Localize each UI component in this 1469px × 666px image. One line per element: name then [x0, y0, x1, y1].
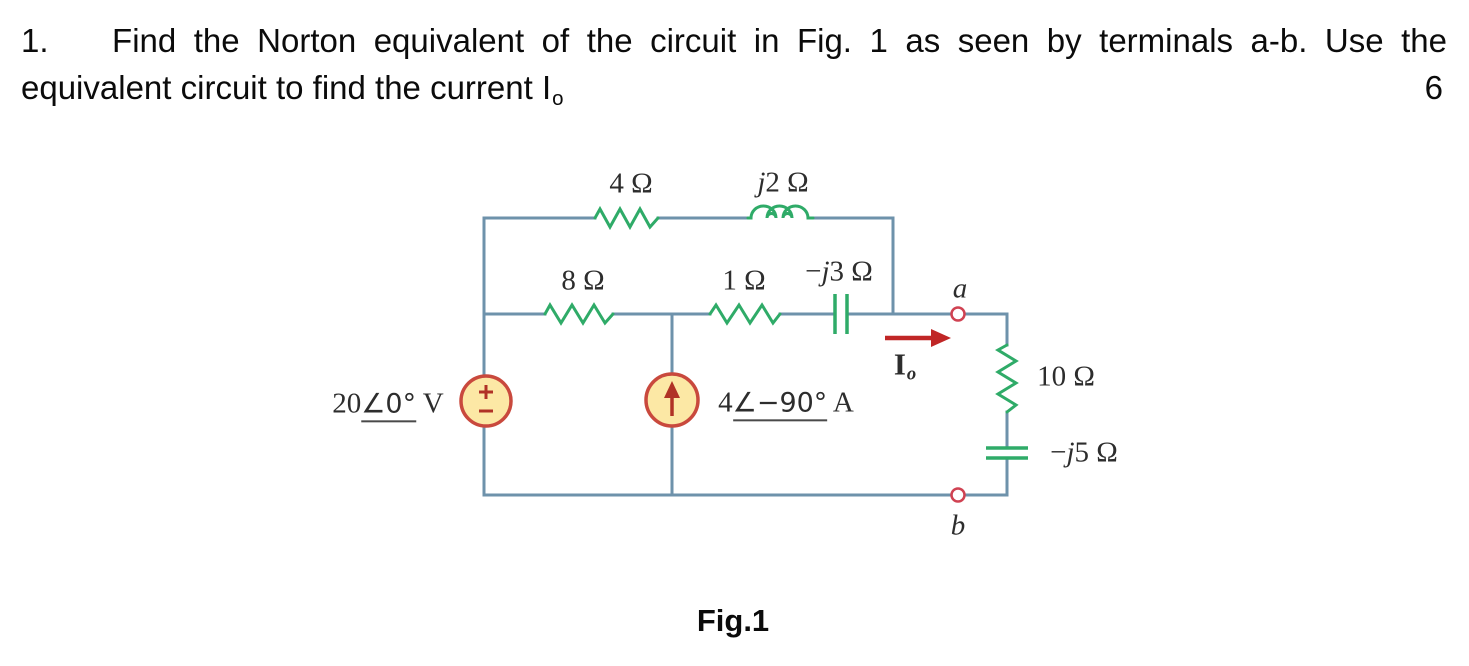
resistor-4ohm	[593, 205, 660, 231]
problem-statement-line2: equivalent circuit to find the current I…	[21, 69, 564, 111]
label-voltage-source: 20∠0° V	[332, 387, 444, 423]
resistor-1ohm	[708, 302, 782, 326]
label-capacitor-j5ohm: −j5 Ω	[1050, 436, 1118, 469]
capacitor-j3ohm	[833, 294, 849, 334]
label-resistor-1ohm: 1 Ω	[722, 264, 766, 297]
label-resistor-10ohm: 10 Ω	[1037, 360, 1095, 393]
inductor-j2ohm	[746, 204, 815, 220]
voltage-source	[459, 374, 513, 428]
resistor-10ohm	[995, 343, 1019, 414]
problem-number: 1.	[21, 22, 49, 59]
io-current-arrow-icon	[885, 329, 951, 347]
problem-statement-line1: 1. Find the Norton equivalent of the cir…	[21, 24, 1447, 58]
label-io-current: Io	[893, 346, 917, 385]
label-inductor-j2ohm: j2 Ω	[757, 166, 809, 199]
label-current-source: 4∠−90° A	[718, 386, 854, 422]
capacitor-j5ohm	[986, 446, 1028, 460]
label-resistor-4ohm: 4 Ω	[609, 167, 653, 200]
terminal-b-node	[950, 487, 966, 503]
label-resistor-8ohm: 8 Ω	[561, 264, 605, 297]
circuit-wires	[482, 216, 1009, 497]
plus-minus-icon	[479, 385, 493, 413]
problem-line1-text: Find the Norton equivalent of the circui…	[112, 22, 1447, 59]
terminal-a-node	[950, 306, 966, 322]
marks-value: 6	[1424, 69, 1443, 106]
label-capacitor-j3ohm: −j3 Ω	[805, 255, 873, 288]
current-source	[644, 372, 700, 428]
resistor-8ohm	[543, 302, 615, 326]
figure-caption: Fig.1	[696, 603, 770, 638]
label-terminal-a: a	[952, 272, 968, 305]
label-terminal-b: b	[950, 509, 966, 542]
